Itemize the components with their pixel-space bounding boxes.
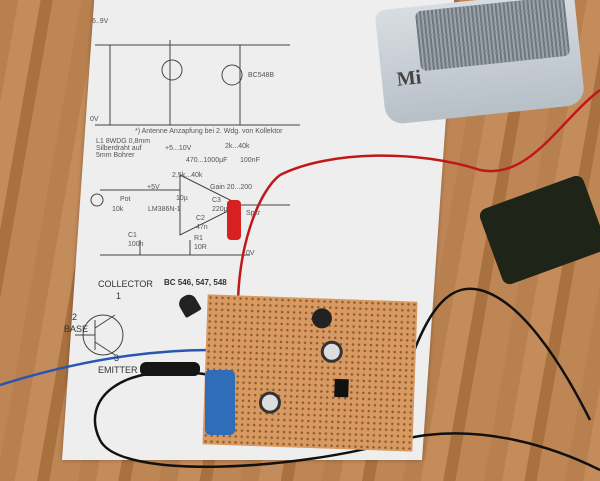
pot-value: 10k <box>112 206 124 213</box>
c1-value: 100n <box>128 241 144 248</box>
ic-label: LM386N-1 <box>148 206 181 213</box>
red-alligator-clip <box>227 200 241 240</box>
amp-ground-label: 0V <box>246 250 255 257</box>
ground-label: 0V <box>90 116 99 123</box>
r-range-note: 2k...40k <box>225 143 250 150</box>
capacitor <box>311 308 333 329</box>
base-label: BASE <box>64 324 89 334</box>
c3-value: 220µ <box>212 206 228 213</box>
part-number: BC 546, 547, 548 <box>164 278 227 287</box>
c3-label: C3 <box>212 197 221 204</box>
cap1-note: 470...1000µF <box>186 157 228 164</box>
base-pin: 2 <box>72 312 78 322</box>
trimmer <box>258 391 282 414</box>
c1-label: C1 <box>128 232 137 239</box>
cap3-note: 10µ <box>176 195 188 202</box>
r1-label: R1 <box>194 235 203 242</box>
collector-label: COLLECTOR <box>98 279 153 289</box>
supply-label: 6..9V <box>92 18 109 25</box>
cap2-note: 100nF <box>240 157 260 164</box>
plus-label: +5V <box>147 184 160 191</box>
antenna-note: *) Antenne Anzapfung bei 2. Wdg. von Kol… <box>135 128 283 135</box>
red-wire <box>279 89 600 177</box>
speaker-label: Spkr <box>246 210 261 217</box>
collector-pin: 1 <box>116 291 122 301</box>
transistor-label: BC548B <box>248 72 275 79</box>
pot-label: Pot <box>120 196 131 203</box>
trimmer <box>320 340 344 364</box>
emitter-pin: 3 <box>114 353 120 363</box>
ic-chip <box>334 378 349 398</box>
black-wire <box>93 370 600 472</box>
c2-value: 47n <box>196 224 208 231</box>
coil-note: L1 8WDG 0,8mm Silberdraht auf 5mm Bohrer <box>96 138 151 159</box>
electrolytic-capacitor <box>205 370 235 435</box>
supply-note: +5...10V <box>165 145 192 152</box>
c2-label: C2 <box>196 215 205 222</box>
emitter-label: EMITTER <box>98 365 138 375</box>
gain-note: Gain 20...200 <box>210 184 253 191</box>
rpot-note: 2,5k...40k <box>172 172 203 179</box>
black-alligator-clip <box>140 362 200 376</box>
blue-wire <box>0 348 211 387</box>
r1-value: 10R <box>194 244 207 251</box>
speaker: Mi <box>374 0 586 126</box>
speaker-logo: Mi <box>395 66 423 91</box>
